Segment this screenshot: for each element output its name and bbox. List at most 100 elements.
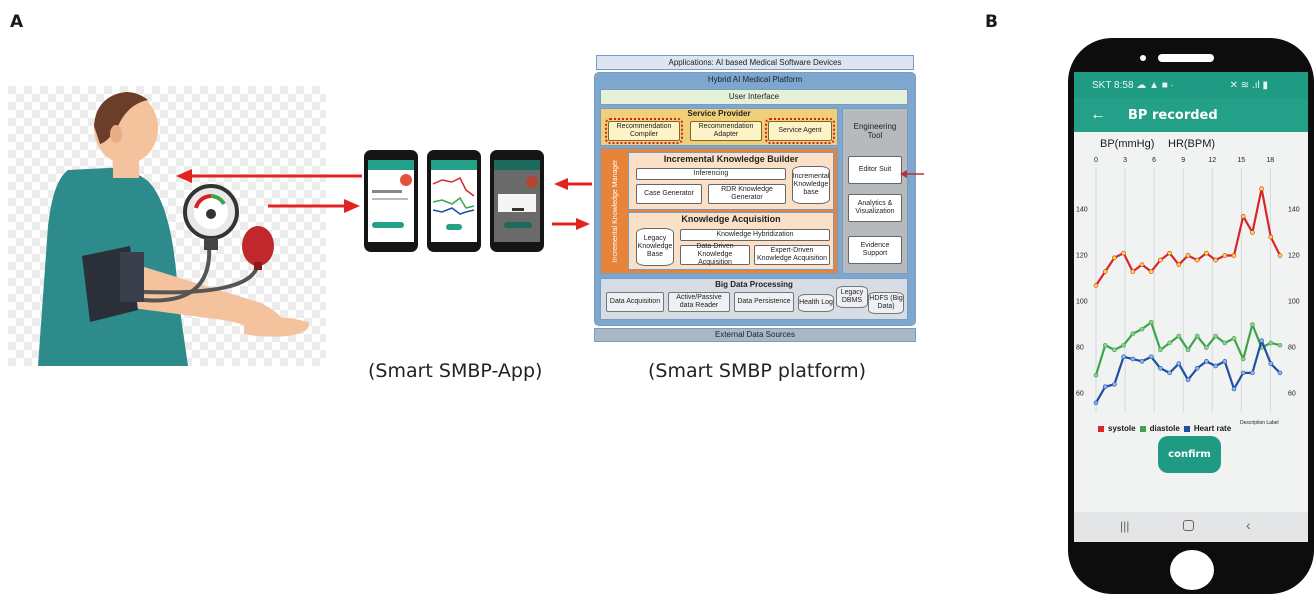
active-passive-reader: Active/Passive data Reader xyxy=(668,292,730,312)
status-text: SKT 8:58 ☁ ▲ ■ · xyxy=(1092,79,1174,91)
y-left-tick-label: 140 xyxy=(1076,206,1088,213)
home-button[interactable] xyxy=(1170,550,1214,590)
y-left-tick-label: 100 xyxy=(1076,299,1088,306)
confirm-button[interactable]: confirm xyxy=(1158,436,1221,473)
status-icons: ✕ ≋ .ıl ▮ xyxy=(1229,79,1268,91)
diastole-point xyxy=(1222,340,1228,346)
systole-point xyxy=(1213,257,1218,263)
heart-rate-point xyxy=(1277,370,1283,376)
arrow-to-app xyxy=(268,199,360,213)
panel-letter-a: A xyxy=(10,12,24,32)
incremental-knowledge-manager-label: Incremental Knowledge Manager xyxy=(612,159,619,263)
heart-rate-point xyxy=(1194,365,1200,371)
heart-rate-point xyxy=(1167,370,1172,376)
status-bar: SKT 8:58 ☁ ▲ ■ · ✕ ≋ .ıl ▮ xyxy=(1074,72,1308,98)
legacy-knowledge-base: Legacy Knowledge Base xyxy=(636,228,674,266)
diastole-point xyxy=(1148,319,1154,325)
legend-systole-swatch xyxy=(1098,425,1104,432)
diastole-point xyxy=(1231,336,1237,341)
systole-point xyxy=(1268,234,1274,240)
incremental-knowledge-base: Incremental Knowledge base xyxy=(792,166,830,204)
diastole-point xyxy=(1112,347,1117,353)
back-arrow-icon[interactable]: ← xyxy=(1090,106,1106,123)
diastole-point xyxy=(1185,347,1191,353)
systole-point xyxy=(1185,253,1191,258)
recent-apps-icon[interactable]: ||| xyxy=(1120,519,1130,533)
panel-letter-b: B xyxy=(985,12,998,32)
heart-rate-point xyxy=(1176,361,1182,366)
home-icon[interactable] xyxy=(1183,520,1194,531)
x-tick-label: 0 xyxy=(1094,157,1098,164)
diastole-point xyxy=(1121,342,1126,348)
systole-point xyxy=(1139,262,1145,267)
systole-point xyxy=(1204,250,1209,256)
heart-rate-point xyxy=(1204,359,1209,364)
arrow-to-patient xyxy=(176,169,362,183)
back-icon[interactable]: ‹ xyxy=(1246,517,1251,533)
heart-rate-point xyxy=(1231,386,1237,392)
phone-camera xyxy=(1140,55,1146,61)
diastole-point xyxy=(1204,345,1209,350)
data-persistence: Data Persistence xyxy=(734,292,794,312)
diastole-point xyxy=(1167,340,1172,346)
systole-point xyxy=(1167,250,1172,256)
health-log: Health Log xyxy=(798,294,834,312)
recommendation-adapter: Recommendation Adapter xyxy=(690,121,762,141)
diastole-point xyxy=(1158,347,1163,353)
diastole-point xyxy=(1240,356,1246,362)
legend: systole diastole Heart rate xyxy=(1098,424,1231,433)
applications-bar: Applications: AI based Medical Software … xyxy=(596,55,914,70)
heart-rate-point xyxy=(1259,338,1264,343)
heart-rate-point xyxy=(1130,356,1136,362)
smart-smbp-app-phones xyxy=(364,150,544,252)
systole-point xyxy=(1259,186,1264,192)
x-tick-label: 9 xyxy=(1181,157,1185,164)
diastole-point xyxy=(1176,333,1182,339)
systole-point xyxy=(1222,253,1228,258)
x-tick-label: 15 xyxy=(1237,157,1245,164)
legacy-dbms: Legacy DBMS xyxy=(836,286,868,308)
heart-rate-point xyxy=(1102,384,1108,389)
diastole-point xyxy=(1130,331,1136,337)
recommendation-compiler: Recommendation Compiler xyxy=(605,118,683,144)
systole-point xyxy=(1231,253,1237,258)
editor-suit: Editor Suit xyxy=(848,156,902,184)
systole-point xyxy=(1194,257,1200,263)
app-title: BP recorded xyxy=(1128,107,1218,123)
app-bar: ← BP recorded xyxy=(1074,98,1308,132)
y-right-tick-label: 60 xyxy=(1288,391,1296,398)
y-right-tick-label: 120 xyxy=(1288,252,1300,259)
x-tick-label: 3 xyxy=(1123,157,1127,164)
diastole-point xyxy=(1268,340,1274,346)
systole-point xyxy=(1176,262,1182,267)
data-driven-acquisition: Data-Driven Knowledge Acquisition xyxy=(680,243,750,266)
navigation-bar: ||| ‹ xyxy=(1074,512,1308,542)
diastole-point xyxy=(1093,372,1099,378)
hybrid-platform-title: Hybrid AI Medical Platform xyxy=(707,75,803,84)
systole-point xyxy=(1102,269,1108,274)
x-tick-label: 6 xyxy=(1152,157,1156,164)
knowledge-hybridization: Knowledge Hybridization xyxy=(680,229,830,241)
heart-rate-point xyxy=(1093,400,1099,406)
y-right-tick-label: 140 xyxy=(1288,206,1300,213)
systole-point xyxy=(1093,283,1099,288)
heart-rate-point xyxy=(1158,365,1163,371)
ikb-title: Incremental Knowledge Builder xyxy=(663,154,799,164)
arrow-platform-to-app xyxy=(554,178,592,190)
user-interface-bar: User Interface xyxy=(600,89,908,105)
arrow-app-to-platform xyxy=(552,218,590,230)
data-acquisition: Data Acquisition xyxy=(606,292,664,312)
hdfs-big-data: HDFS (Big Data) xyxy=(868,292,904,314)
heart-rate-point xyxy=(1112,382,1117,387)
rdr-knowledge-generator: RDR Knowledge Generator xyxy=(708,184,786,204)
diastole-point xyxy=(1277,342,1283,348)
heart-rate-point xyxy=(1213,363,1218,369)
y-left-tick-label: 120 xyxy=(1076,252,1088,259)
legend-hr-swatch xyxy=(1183,425,1190,432)
y-right-tick-label: 80 xyxy=(1288,345,1296,352)
service-provider-title: Service Provider xyxy=(687,109,751,118)
caption-smart-smbp-app: (Smart SMBP-App) xyxy=(368,360,543,382)
systole-point xyxy=(1148,269,1154,274)
systole-point xyxy=(1277,253,1283,258)
